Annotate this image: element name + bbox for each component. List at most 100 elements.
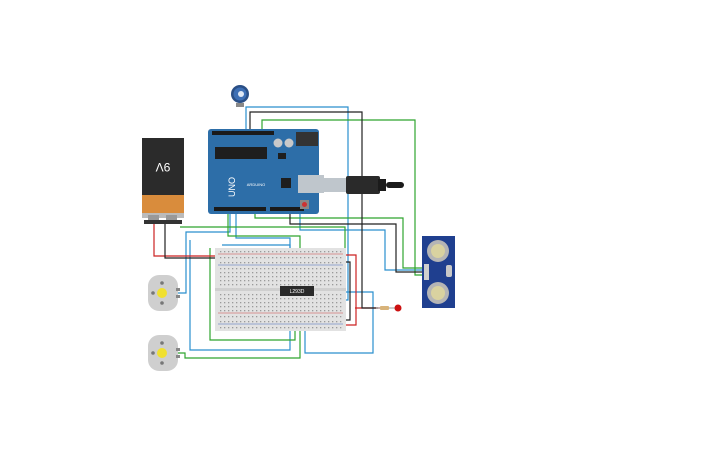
breadboard-hole	[340, 276, 342, 278]
breadboard-hole	[328, 276, 330, 278]
breadboard-hole	[280, 262, 282, 264]
breadboard-hole	[284, 280, 286, 282]
breadboard-hole	[332, 280, 334, 282]
breadboard-hole	[304, 257, 306, 259]
breadboard-hole	[308, 298, 310, 300]
breadboard-hole	[304, 280, 306, 282]
breadboard-hole	[288, 310, 290, 312]
breadboard-hole	[252, 302, 254, 304]
breadboard-hole	[240, 268, 242, 270]
breadboard-hole	[336, 327, 338, 329]
breadboard-hole	[260, 298, 262, 300]
breadboard-hole	[288, 327, 290, 329]
breadboard-hole	[316, 306, 318, 308]
breadboard-hole	[332, 316, 334, 318]
dc-motor-1[interactable]	[148, 275, 180, 311]
breadboard-hole	[248, 262, 250, 264]
breadboard-hole	[320, 316, 322, 318]
breadboard-hole	[288, 251, 290, 253]
breadboard-hole	[324, 272, 326, 274]
breadboard-hole	[272, 276, 274, 278]
breadboard-hole	[320, 306, 322, 308]
breadboard-hole	[260, 302, 262, 304]
breadboard-hole	[292, 276, 294, 278]
breadboard-hole	[336, 294, 338, 296]
breadboard-hole	[324, 302, 326, 304]
dc-motor-2[interactable]	[148, 335, 180, 371]
breadboard-hole	[300, 321, 302, 323]
breadboard-hole	[236, 310, 238, 312]
breadboard-hole	[232, 280, 234, 282]
power-header	[270, 207, 304, 211]
breadboard-hole	[256, 294, 258, 296]
breadboard-hole	[268, 272, 270, 274]
breadboard-hole	[280, 257, 282, 259]
breadboard-hole	[332, 306, 334, 308]
breadboard-hole	[340, 310, 342, 312]
breadboard-hole	[248, 257, 250, 259]
breadboard-hole	[336, 321, 338, 323]
breadboard-hole	[224, 276, 226, 278]
breadboard-hole	[264, 257, 266, 259]
breadboard-hole	[272, 310, 274, 312]
breadboard-hole	[228, 298, 230, 300]
wire-black-top	[249, 111, 378, 309]
breadboard-hole	[236, 276, 238, 278]
breadboard-hole	[308, 316, 310, 318]
breadboard-hole	[228, 257, 230, 259]
breadboard-hole	[264, 316, 266, 318]
wire-red-rail	[338, 254, 357, 326]
breadboard-hole	[220, 321, 222, 323]
breadboard-hole	[248, 298, 250, 300]
breadboard-hole	[228, 280, 230, 282]
breadboard-hole	[292, 306, 294, 308]
breadboard-hole	[268, 280, 270, 282]
breadboard-hole	[296, 310, 298, 312]
breadboard-hole	[340, 302, 342, 304]
breadboard-hole	[284, 276, 286, 278]
breadboard-hole	[256, 298, 258, 300]
breadboard-hole	[276, 268, 278, 270]
breadboard-hole	[300, 272, 302, 274]
breadboard-hole	[248, 272, 250, 274]
breadboard-hole	[284, 310, 286, 312]
breadboard-hole	[320, 272, 322, 274]
breadboard-hole	[296, 272, 298, 274]
breadboard-hole	[332, 268, 334, 270]
breadboard-hole	[336, 280, 338, 282]
breadboard-hole	[324, 310, 326, 312]
breadboard-hole	[296, 327, 298, 329]
led-with-resistor[interactable]	[376, 304, 402, 312]
motor-driver-chip[interactable]: L293D	[280, 286, 314, 296]
potentiometer[interactable]	[231, 85, 249, 107]
breadboard-hole	[260, 280, 262, 282]
breadboard-hole	[324, 306, 326, 308]
breadboard-hole	[336, 306, 338, 308]
breadboard-hole	[324, 294, 326, 296]
breadboard-hole	[232, 302, 234, 304]
breadboard-hole	[300, 316, 302, 318]
breadboard-hole	[272, 251, 274, 253]
breadboard-hole	[308, 272, 310, 274]
breadboard-hole	[312, 251, 314, 253]
arduino-uno-board[interactable]: UNO ARDUINO	[208, 129, 324, 214]
breadboard-hole	[228, 272, 230, 274]
breadboard-hole	[240, 316, 242, 318]
breadboard-hole	[316, 276, 318, 278]
battery-base	[142, 195, 184, 213]
breadboard-hole	[328, 306, 330, 308]
arduino-logo-text: UNO	[227, 177, 237, 197]
breadboard-hole	[228, 268, 230, 270]
breadboard-hole	[320, 251, 322, 253]
battery-9v[interactable]: 9V	[142, 138, 184, 224]
breadboard-hole	[284, 268, 286, 270]
breadboard-hole	[236, 257, 238, 259]
breadboard-hole	[324, 276, 326, 278]
wire-black-sensor	[289, 214, 422, 273]
breadboard-hole	[332, 327, 334, 329]
ultrasonic-sensor[interactable]	[422, 236, 455, 308]
breadboard-hole	[268, 310, 270, 312]
breadboard-hole	[248, 316, 250, 318]
breadboard-hole	[272, 268, 274, 270]
breadboard-hole	[252, 294, 254, 296]
